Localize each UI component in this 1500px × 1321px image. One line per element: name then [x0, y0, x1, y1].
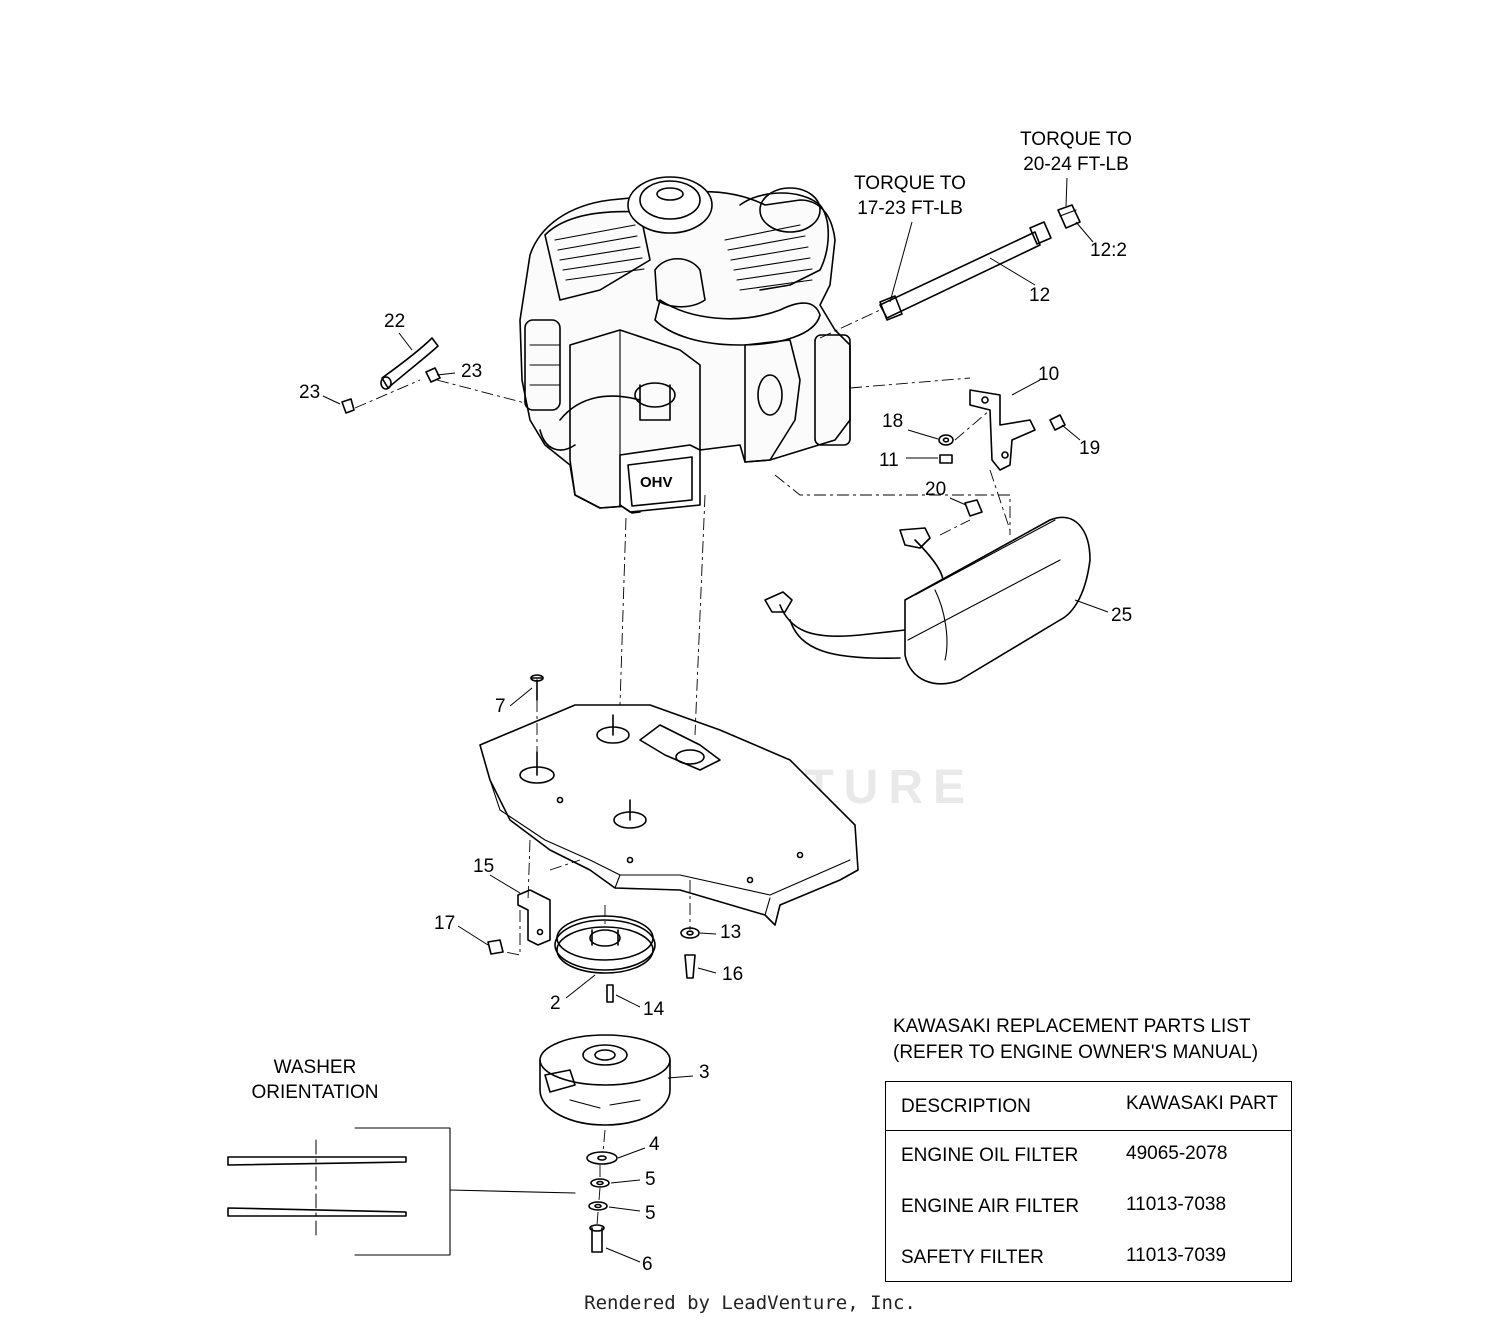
- row-description: ENGINE AIR FILTER: [901, 1196, 1080, 1217]
- callout-25: 25: [1111, 605, 1133, 626]
- torque-note-right-line1: TORQUE TO: [1020, 129, 1132, 150]
- callout-20: 20: [925, 479, 947, 500]
- callout-5b: 5: [645, 1203, 656, 1224]
- callout-14: 14: [643, 999, 665, 1020]
- callout-3: 3: [699, 1062, 710, 1083]
- row-part-number: 11013-7038: [1126, 1194, 1227, 1215]
- bolt-19: [1049, 414, 1066, 431]
- callout-15: 15: [473, 856, 495, 877]
- row-part-number: 11013-7039: [1126, 1245, 1227, 1266]
- torque-note-right-line2: 20-24 FT-LB: [1023, 154, 1129, 175]
- phantom-lines: [354, 309, 1011, 1226]
- pulley-2: [554, 915, 656, 974]
- washer-orientation-line1: WASHER: [273, 1057, 357, 1078]
- parts-list-table: DESCRIPTION KAWASAKI PART ENGINE OIL FIL…: [885, 1081, 1292, 1282]
- row-part-number: 49065-2078: [1126, 1143, 1228, 1164]
- parts-list-title: KAWASAKI REPLACEMENT PARTS LIST (REFER T…: [893, 1014, 1258, 1066]
- table-row: SAFETY FILTER 11013-7039: [886, 1232, 1291, 1282]
- callout-18: 18: [882, 411, 904, 432]
- callout-22: 22: [384, 311, 406, 332]
- torque-note-left: TORQUE TO 17-23 FT-LB: [850, 171, 970, 221]
- table-row: ENGINE AIR FILTER 11013-7038: [886, 1181, 1291, 1231]
- header-description: DESCRIPTION: [901, 1096, 1031, 1117]
- callout-16: 16: [722, 964, 744, 985]
- nut-20: [964, 499, 983, 517]
- key-14: [606, 984, 614, 1003]
- pto-clutch-3: [539, 1034, 671, 1126]
- callout-13: 13: [720, 922, 742, 943]
- callout-5a: 5: [645, 1169, 656, 1190]
- muffler-bracket-10: [969, 389, 1036, 471]
- callout-12-2: 12:2: [1090, 240, 1127, 261]
- washer-5a: [590, 1178, 610, 1188]
- footer-credit: Rendered by LeadVenture, Inc.: [584, 1292, 916, 1314]
- torque-note-left-line2: 17-23 FT-LB: [857, 198, 963, 219]
- washer-18: [938, 434, 954, 446]
- callout-10: 10: [1038, 364, 1060, 385]
- callout-4: 4: [649, 1134, 660, 1155]
- callout-6: 6: [642, 1254, 653, 1275]
- callout-17: 17: [434, 913, 456, 934]
- parts-table-header: DESCRIPTION KAWASAKI PART: [886, 1082, 1291, 1131]
- engine-deck-plate: [479, 704, 859, 926]
- washer-4: [586, 1151, 618, 1165]
- muffler-25: [764, 516, 1091, 685]
- washer-orientation-detail: [227, 1127, 576, 1256]
- washer-orientation-note: WASHER ORIENTATION: [245, 1055, 385, 1105]
- row-description: SAFETY FILTER: [901, 1247, 1044, 1268]
- bracket-15: [517, 889, 551, 946]
- parts-list-title-line2: (REFER TO ENGINE OWNER'S MANUAL): [893, 1042, 1259, 1063]
- hose-clamp-23b: [341, 398, 355, 414]
- pin-7: [530, 674, 544, 701]
- callout-12: 12: [1029, 285, 1051, 306]
- callout-11: 11: [879, 450, 899, 471]
- oil-drain-hose-12: [879, 204, 1081, 321]
- bolt-16: [684, 954, 696, 979]
- leader-lines: [322, 177, 1109, 1263]
- vent-hose-22: [380, 337, 439, 390]
- torque-note-right: TORQUE TO 20-24 FT-LB: [1016, 127, 1136, 177]
- callout-19: 19: [1079, 438, 1101, 459]
- header-kawasaki-part: KAWASAKI PART: [1126, 1093, 1279, 1114]
- washer-orientation-line2: ORIENTATION: [251, 1082, 379, 1103]
- nut-17: [487, 939, 504, 955]
- callout-23b: 23: [299, 382, 321, 403]
- ohv-label: OHV: [640, 474, 673, 491]
- bolt-11: [939, 454, 953, 464]
- callout-2: 2: [550, 993, 561, 1014]
- callout-23a: 23: [461, 361, 483, 382]
- parts-list-title-line1: KAWASAKI REPLACEMENT PARTS LIST: [893, 1016, 1251, 1037]
- hose-clamp-23a: [425, 367, 441, 383]
- row-description: ENGINE OIL FILTER: [901, 1145, 1079, 1166]
- callout-7: 7: [495, 696, 506, 717]
- torque-note-left-line1: TORQUE TO: [854, 173, 966, 194]
- washer-5b: [588, 1201, 608, 1211]
- table-row: ENGINE OIL FILTER 49065-2078: [886, 1130, 1291, 1180]
- bolt-6: [589, 1224, 605, 1253]
- engine-assembly: OHV: [519, 176, 851, 514]
